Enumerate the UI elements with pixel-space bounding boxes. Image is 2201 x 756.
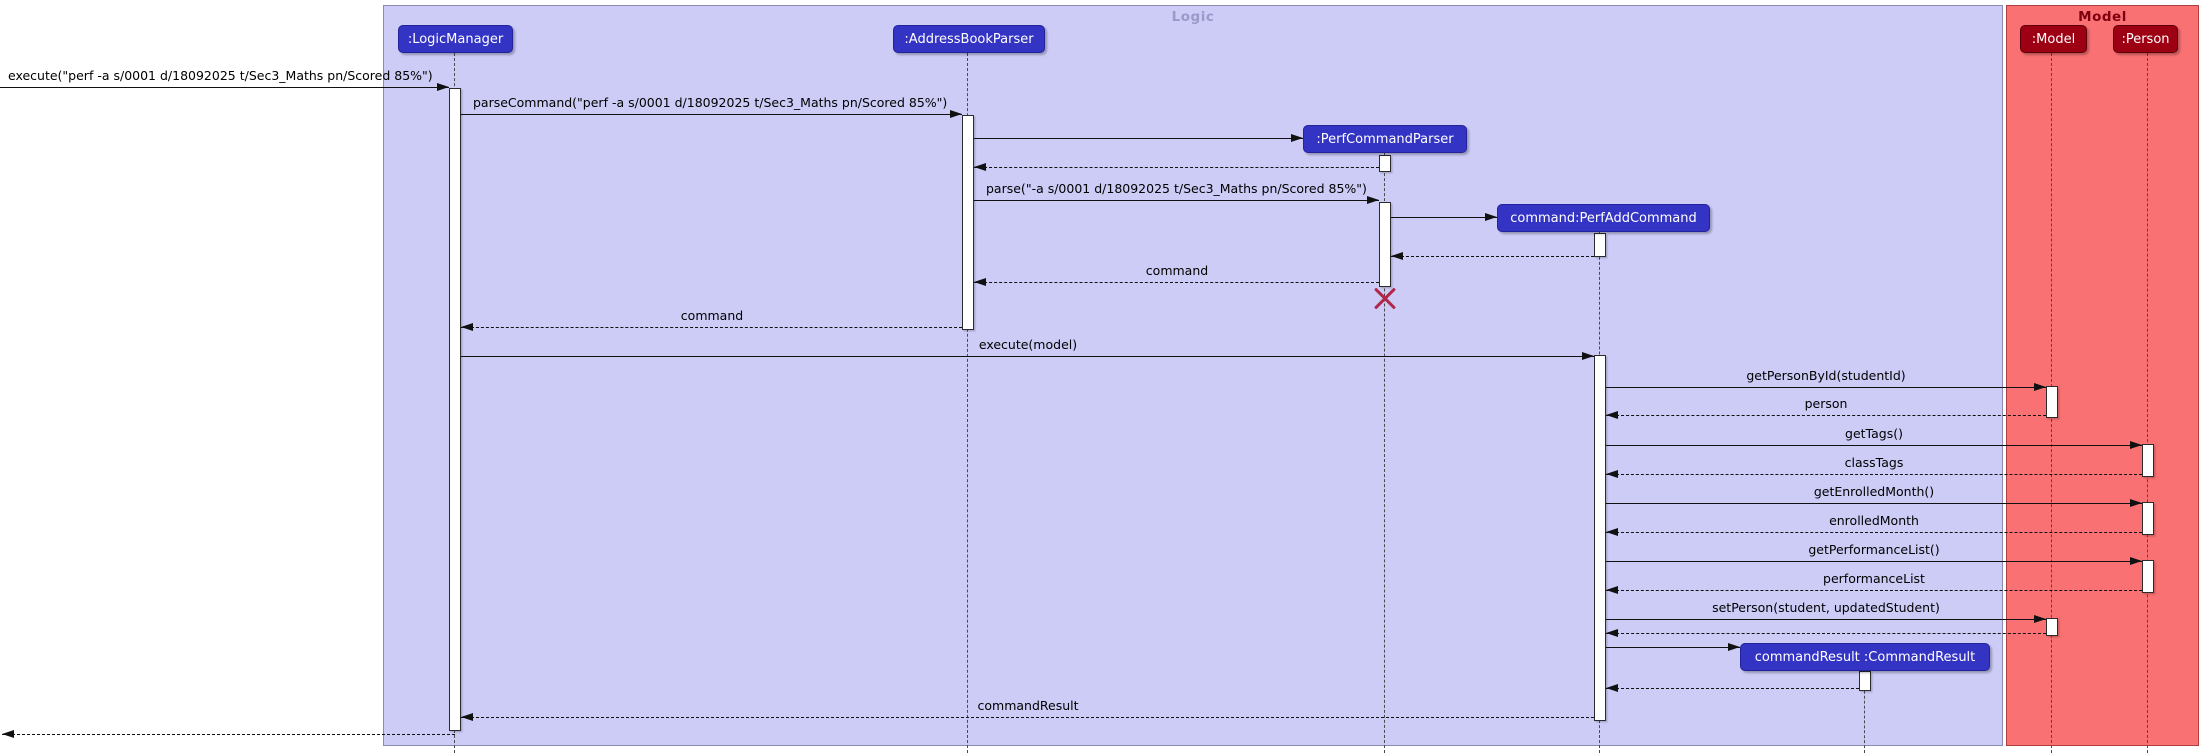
participant-address-book-parser: :AddressBookParser	[893, 25, 1045, 53]
message-arrowhead-15	[1606, 528, 1618, 536]
message-line-23	[2, 734, 455, 735]
participant-person: :Person	[2113, 25, 2178, 53]
message-arrowhead-8	[461, 323, 473, 331]
message-line-9	[461, 356, 1594, 357]
activation-logic-manager	[449, 88, 461, 731]
activation-perf-add-command	[1594, 233, 1606, 257]
message-arrowhead-18	[2034, 615, 2046, 623]
message-arrowhead-10	[2034, 383, 2046, 391]
participant-model-object: :Model	[2020, 25, 2087, 53]
message-line-2	[974, 138, 1303, 139]
message-line-1	[461, 114, 962, 115]
message-label-7: command	[1145, 263, 1209, 278]
message-arrowhead-7	[974, 278, 986, 286]
message-line-14	[1606, 503, 2142, 504]
message-arrowhead-5	[1485, 213, 1497, 221]
activation-perf-add-command	[1594, 355, 1606, 721]
message-arrowhead-13	[1606, 470, 1618, 478]
frame-model-title: Model	[2078, 9, 2127, 25]
activation-command-result	[1859, 671, 1871, 691]
message-line-19	[1606, 633, 2046, 634]
message-label-8: command	[680, 308, 744, 323]
message-arrowhead-4	[1367, 196, 1379, 204]
message-arrowhead-19	[1606, 629, 1618, 637]
message-arrowhead-6	[1391, 252, 1403, 260]
message-label-14: getEnrolledMonth()	[1813, 484, 1935, 499]
frame-logic-title: Logic	[1171, 9, 1215, 25]
message-label-13: classTags	[1844, 455, 1904, 470]
message-line-7	[974, 282, 1379, 283]
message-line-0	[0, 87, 449, 88]
message-line-16	[1606, 561, 2142, 562]
message-line-10	[1606, 387, 2046, 388]
message-line-11	[1606, 415, 2046, 416]
message-line-15	[1606, 532, 2142, 533]
message-label-0: execute("perf -a s/0001 d/18092025 t/Sec…	[8, 68, 433, 83]
activation-model-object	[2046, 386, 2058, 418]
message-arrowhead-16	[2130, 557, 2142, 565]
participant-perf-command-parser: :PerfCommandParser	[1303, 125, 1467, 153]
message-line-12	[1606, 445, 2142, 446]
message-line-21	[1606, 688, 1859, 689]
message-arrowhead-2	[1291, 134, 1303, 142]
message-label-4: parse("-a s/0001 d/18092025 t/Sec3_Maths…	[986, 181, 1367, 196]
lifeline-perf-command-parser	[1384, 153, 1385, 753]
lifeline-command-result	[1864, 671, 1865, 753]
message-label-10: getPersonById(studentId)	[1746, 368, 1906, 383]
lifeline-address-book-parser	[967, 53, 968, 753]
message-arrowhead-21	[1606, 684, 1618, 692]
destroy-x-icon	[1372, 285, 1398, 311]
message-line-6	[1391, 256, 1594, 257]
message-label-15: enrolledMonth	[1829, 513, 1919, 528]
activation-perf-command-parser	[1379, 155, 1391, 172]
frame-model: Model	[2006, 5, 2199, 746]
message-line-17	[1606, 590, 2142, 591]
message-line-18	[1606, 619, 2046, 620]
message-line-8	[461, 327, 962, 328]
participant-logic-manager: :LogicManager	[398, 25, 513, 53]
participant-command-result: commandResult :CommandResult	[1740, 643, 1990, 671]
participant-perf-add-command: command:PerfAddCommand	[1497, 204, 1710, 232]
message-line-5	[1391, 217, 1497, 218]
message-label-12: getTags()	[1845, 426, 1903, 441]
activation-person	[2142, 560, 2154, 593]
message-arrowhead-0	[437, 83, 449, 91]
message-arrowhead-3	[974, 163, 986, 171]
message-label-9: execute(model)	[978, 337, 1078, 352]
message-arrowhead-1	[950, 110, 962, 118]
message-line-20	[1606, 647, 1740, 648]
activation-person	[2142, 444, 2154, 477]
message-arrowhead-12	[2130, 441, 2142, 449]
activation-person	[2142, 502, 2154, 535]
message-label-1: parseCommand("perf -a s/0001 d/18092025 …	[473, 95, 948, 110]
message-arrowhead-11	[1606, 411, 1618, 419]
message-arrowhead-22	[461, 713, 473, 721]
message-arrowhead-17	[1606, 586, 1618, 594]
message-arrowhead-9	[1582, 352, 1594, 360]
message-line-3	[974, 167, 1379, 168]
message-label-17: performanceList	[1823, 571, 1925, 586]
message-arrowhead-14	[2130, 499, 2142, 507]
message-arrowhead-23	[2, 730, 14, 738]
message-line-4	[974, 200, 1379, 201]
message-label-11: person	[1804, 396, 1848, 411]
activation-address-book-parser	[962, 115, 974, 330]
frame-logic: Logic	[383, 5, 2003, 746]
message-label-18: setPerson(student, updatedStudent)	[1712, 600, 1940, 615]
message-label-16: getPerformanceList()	[1808, 542, 1940, 557]
message-line-13	[1606, 474, 2142, 475]
activation-model-object	[2046, 618, 2058, 636]
message-line-22	[461, 717, 1594, 718]
message-label-22: commandResult	[977, 698, 1079, 713]
lifeline-person	[2147, 53, 2148, 753]
activation-perf-command-parser	[1379, 202, 1391, 287]
message-arrowhead-20	[1728, 643, 1740, 651]
